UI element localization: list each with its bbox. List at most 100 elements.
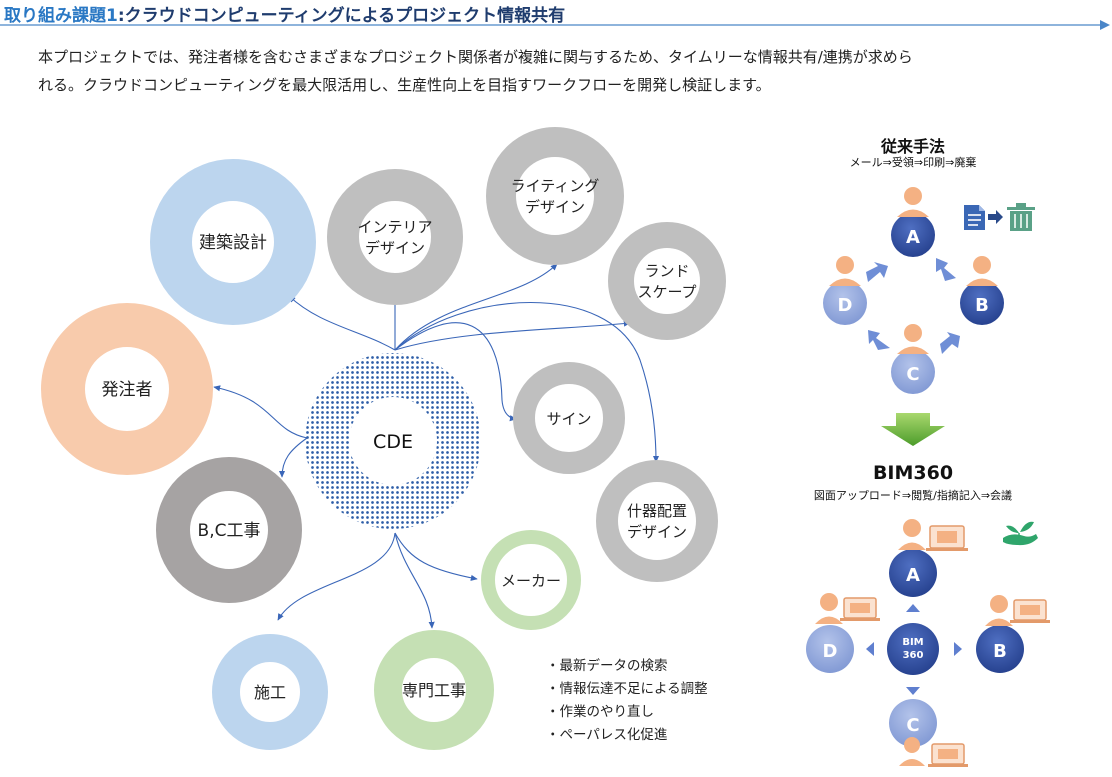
plant-hand-icon: [1003, 521, 1038, 546]
arrow-left-icon: [866, 642, 874, 656]
benefit-item: ・情報伝達不足による調整: [546, 681, 708, 697]
bim-diagram: BIM 360 A B: [806, 519, 1050, 767]
connector-lighting: [394, 263, 558, 351]
node-juki-line2: デザイン: [627, 523, 687, 541]
arrow-b-to-c-icon: [940, 332, 960, 354]
benefit-list: ・最新データの検索 ・情報伝達不足による調整 ・作業のやり直し ・ペーパレス化促…: [546, 655, 708, 747]
bim-subtitle: 図面アップロード⇒閲覧/指摘記入⇒会議: [813, 489, 1013, 502]
connector-bckoji: [278, 437, 308, 478]
bim-node-b: B: [976, 595, 1050, 673]
node-interior-line2: デザイン: [365, 239, 425, 257]
person-icon: [820, 593, 838, 611]
connector-sign: [394, 322, 517, 422]
benefit-item: ・ペーパレス化促進: [546, 727, 668, 743]
node-seko-label: 施工: [254, 683, 286, 702]
connector-hacchusha: [213, 385, 308, 439]
bim-hub-line2: 360: [903, 650, 924, 661]
person-icon: [904, 324, 922, 342]
traditional-subtitle: メール⇒受領⇒印刷⇒廃棄: [849, 156, 977, 169]
arrow-d-to-a-icon: [866, 262, 888, 282]
node-interior: インテリア デザイン: [327, 169, 463, 305]
person-body-icon: [815, 616, 843, 624]
arrow-up-icon: [906, 604, 920, 612]
person-body-icon: [985, 618, 1013, 626]
trad-node-d: D: [823, 256, 867, 325]
traditional-cycle-arrows: [866, 258, 960, 354]
trad-node-d-label: D: [838, 295, 853, 316]
connector-maker: [394, 532, 478, 581]
bim-node-c: C: [889, 699, 968, 767]
trad-node-c-label: C: [906, 364, 919, 385]
traditional-diagram: A B C D: [823, 187, 1035, 394]
node-senmon-label: 専門工事: [402, 681, 466, 700]
bim-hub-line1: BIM: [902, 637, 923, 648]
bim-hub: BIM 360: [887, 623, 939, 675]
connector-landscape: [394, 320, 631, 351]
bim-node-c-label: C: [906, 715, 919, 736]
node-landscape: ランド スケープ: [608, 222, 726, 340]
node-interior-line1: インテリア: [357, 218, 432, 236]
intro-line-2: れる。クラウドコンピューティングを最大限活用し、生産性向上を目指すワークフローを…: [38, 76, 771, 94]
node-maker-label: メーカー: [501, 572, 561, 590]
page-title-lead: 取り組み課題1: [4, 6, 118, 26]
header-arrow-icon: [1100, 20, 1110, 30]
connector-seko: [277, 532, 396, 621]
intro-paragraph: 本プロジェクトでは、発注者様を含むさまざまなプロジェクト関係者が複雑に関与するた…: [38, 43, 1098, 99]
node-juki: 什器配置 デザイン: [596, 460, 718, 582]
bim-node-d: D: [806, 593, 880, 673]
node-bckoji-label: B,C工事: [198, 521, 261, 541]
person-icon: [990, 595, 1008, 613]
node-lighting-line2: デザイン: [525, 198, 585, 216]
page-title: 取り組み課題1:クラウドコンピューティングによるプロジェクト情報共有: [4, 1, 565, 26]
connector-senmon: [394, 532, 435, 629]
header: 取り組み課題1:クラウドコンピューティングによるプロジェクト情報共有: [4, 0, 1104, 26]
bim-title: BIM360: [872, 462, 954, 484]
bim-node-b-label: B: [993, 641, 1007, 662]
bim-node-d-label: D: [823, 641, 838, 662]
person-icon: [973, 256, 991, 274]
arrow-down-icon: [906, 687, 920, 695]
traditional-title: 従来手法: [880, 137, 945, 156]
person-icon: [836, 256, 854, 274]
trad-node-b: B: [960, 256, 1004, 325]
bim-hub-arrows: [866, 604, 962, 695]
trad-node-a: A: [891, 187, 935, 257]
arrow-a-to-b-icon: [936, 258, 956, 281]
arrow-right-small-icon: [954, 642, 962, 656]
node-seko: 施工: [212, 634, 328, 750]
node-sign-label: サイン: [546, 410, 591, 428]
intro-line-1: 本プロジェクトでは、発注者様を含むさまざまなプロジェクト関係者が複雑に関与するた…: [38, 48, 913, 66]
node-bckoji: B,C工事: [156, 457, 302, 603]
node-cde-hub: CDE: [305, 353, 481, 529]
node-sign: サイン: [513, 362, 625, 474]
node-kenchiku-label: 建築設計: [199, 233, 267, 253]
person-body-icon: [897, 209, 929, 217]
bim-node-a-label: A: [906, 565, 920, 586]
trad-node-a-label: A: [906, 227, 920, 248]
node-landscape-line2: スケープ: [637, 283, 696, 301]
person-body-icon: [829, 278, 861, 286]
node-maker: メーカー: [481, 530, 581, 630]
cde-connectors: [213, 263, 660, 629]
node-lighting-line1: ライティング: [511, 177, 600, 195]
down-arrow-icon: [881, 413, 945, 446]
connector-kenchiku: [288, 295, 396, 351]
benefit-item: ・最新データの検索: [546, 658, 668, 674]
cde-label: CDE: [373, 431, 413, 453]
person-icon: [903, 519, 921, 537]
person-body-icon: [897, 346, 929, 354]
page-title-rest: :クラウドコンピューティングによるプロジェクト情報共有: [117, 6, 566, 26]
node-senmon: 専門工事: [374, 630, 494, 750]
person-body-icon: [898, 542, 926, 550]
bim-node-a: A: [889, 519, 968, 597]
node-hacchusha-label: 発注者: [102, 380, 153, 400]
person-icon: [904, 187, 922, 205]
person-body-icon: [899, 759, 925, 766]
arrow-c-to-d-icon: [868, 330, 890, 350]
person-body-icon: [966, 278, 998, 286]
trad-node-b-label: B: [975, 295, 989, 316]
person-icon: [904, 737, 920, 753]
benefit-item: ・作業のやり直し: [546, 704, 654, 720]
arrow-right-icon: [988, 210, 1003, 224]
trad-node-c: C: [891, 324, 935, 394]
